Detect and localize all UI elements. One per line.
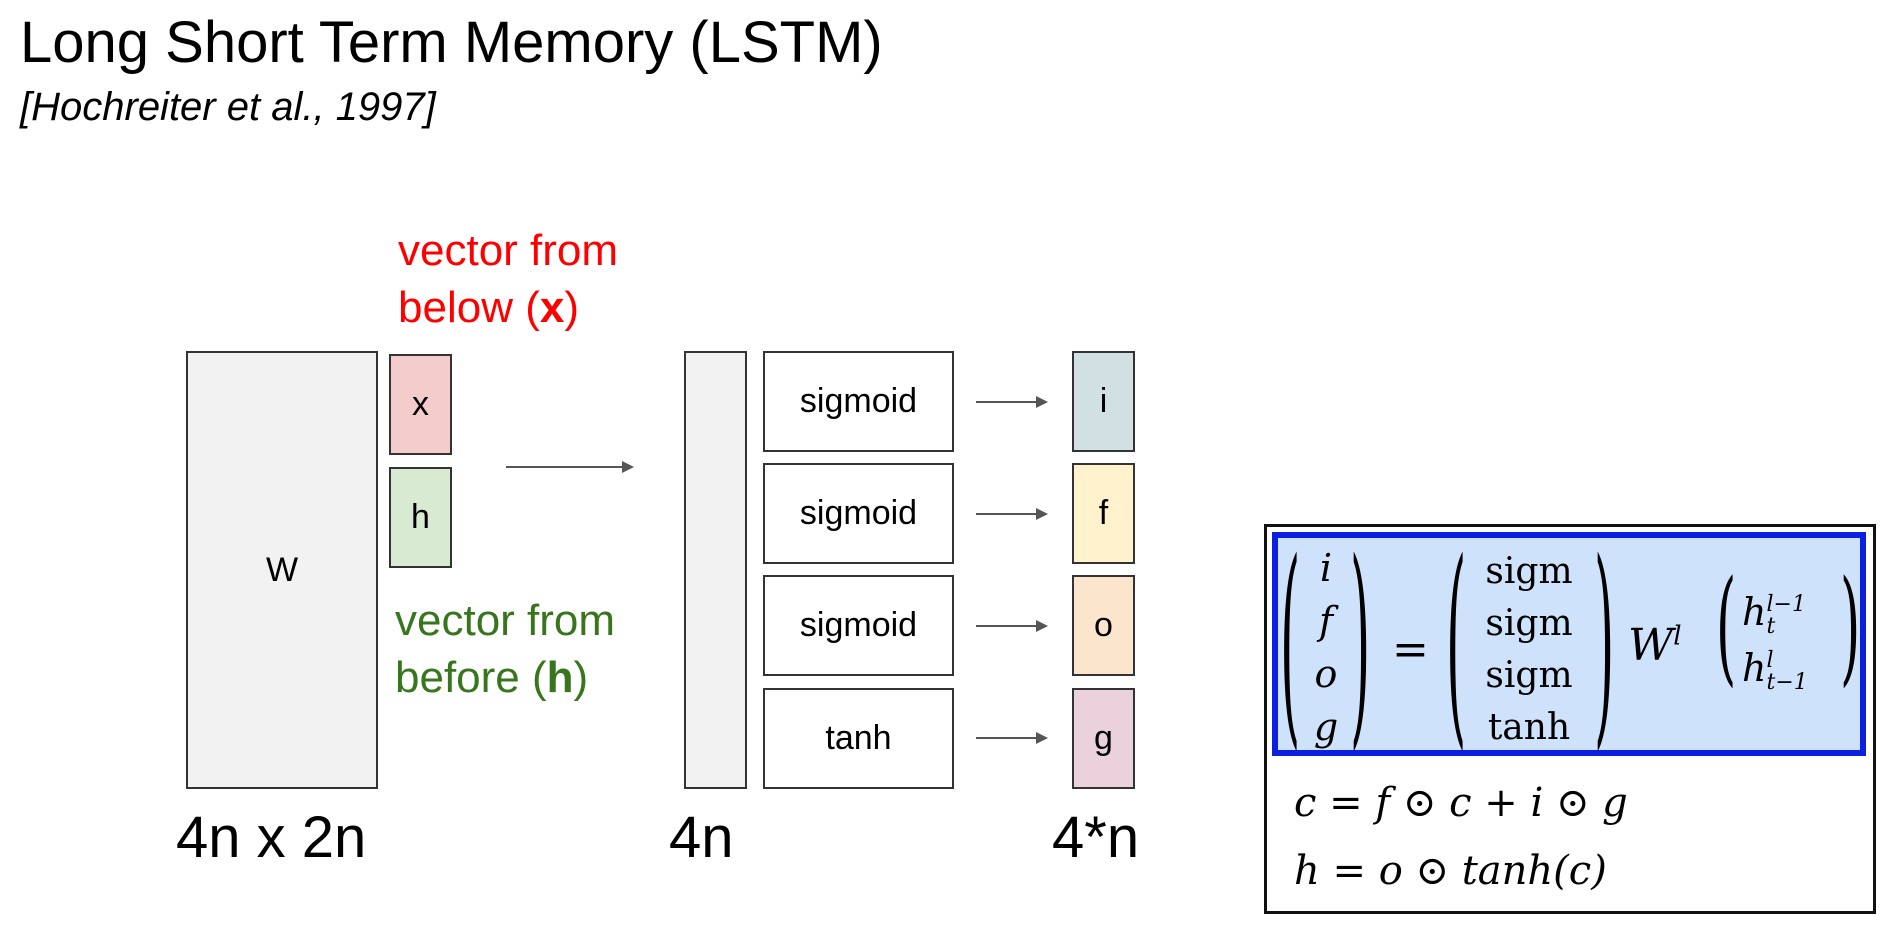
left-paren-icon: ( [1280, 520, 1301, 772]
right-paren-icon: ) [1350, 520, 1371, 772]
cell-state-equation: c = f ⊙ c + i ⊙ g [1294, 780, 1628, 826]
multiply-arrow [506, 461, 634, 473]
hidden-state-equation: h = o ⊙ tanh(c) [1294, 848, 1607, 894]
weight-symbol: Wl [1628, 620, 1682, 671]
activation-tanh: tanh [763, 688, 954, 789]
gate-f: f [1072, 463, 1135, 564]
weight-matrix-dimension: 4n x 2n [176, 805, 367, 870]
preactivation-vector [684, 351, 747, 789]
citation: [Hochreiter et al., 1997] [20, 85, 436, 129]
activation-vector: sigm sigm sigm tanh [1485, 551, 1573, 748]
activation-sigmoid-2: sigmoid [763, 463, 954, 564]
gate-arrow-f [976, 508, 1048, 520]
activation-sigmoid-1: sigmoid [763, 351, 954, 452]
weight-matrix-label: W [265, 550, 299, 589]
left-paren-icon: ( [1716, 556, 1737, 700]
gate-i: i [1072, 351, 1135, 452]
gate-o: o [1072, 575, 1135, 676]
equation-panel [1264, 524, 1876, 914]
gate-arrow-o [976, 620, 1048, 632]
page-title: Long Short Term Memory (LSTM) [20, 10, 883, 75]
h-vector: h [389, 467, 452, 568]
right-paren-icon: ) [1594, 520, 1615, 772]
gate-equation-highlight [1272, 532, 1866, 756]
preactivation-dimension: 4n [669, 805, 734, 870]
gate-arrow-g [976, 732, 1048, 744]
left-paren-icon: ( [1446, 520, 1467, 772]
note-h: vector from before (h) [395, 596, 616, 703]
x-vector: x [389, 354, 452, 455]
gate-g: g [1072, 688, 1135, 789]
right-paren-icon: ) [1840, 556, 1861, 700]
note-x: vector from below (x) [398, 226, 619, 333]
activation-sigmoid-3: sigmoid [763, 575, 954, 676]
gate-arrow-i [976, 396, 1048, 408]
gates-dimension: 4*n [1052, 805, 1140, 870]
weight-matrix: W [186, 351, 378, 789]
gate-vector: i f o g [1313, 546, 1339, 749]
equals-sign: = [1392, 624, 1429, 675]
